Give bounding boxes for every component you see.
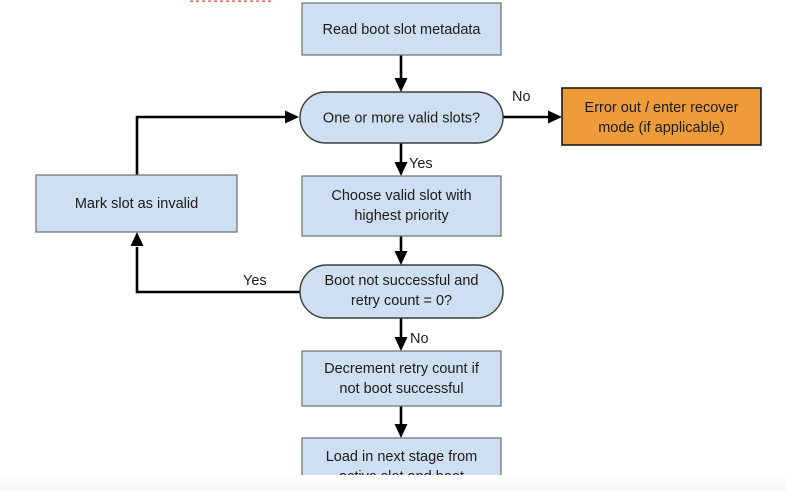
edge-read-to-valid-slots xyxy=(394,55,408,92)
edge-choose-to-boot-check xyxy=(394,236,408,265)
node-label-load-next-stage-line1: Load in next stage from xyxy=(326,449,478,465)
node-mark-slot-as-invalid[interactable]: Mark slot as invalid xyxy=(35,174,238,233)
node-decrement-retry-count[interactable]: Decrement retry count if not boot succes… xyxy=(301,350,502,407)
edge-boot-check-no-to-decrement xyxy=(394,318,408,351)
edge-label-yes-from-valid-slots: Yes xyxy=(409,156,433,172)
node-label-boot-check-line1: Boot not successful and xyxy=(325,273,479,289)
node-label-decrement-retry-line2: not boot successful xyxy=(339,381,463,397)
edge-boot-check-yes-to-mark-invalid xyxy=(130,232,301,294)
node-label-one-or-more-valid-slots: One or more valid slots? xyxy=(323,110,480,126)
edge-decrement-to-load-next-stage xyxy=(394,406,408,438)
node-label-read-boot-slot-metadata: Read boot slot metadata xyxy=(323,22,482,38)
edge-valid-slots-yes-to-choose xyxy=(394,143,408,176)
node-label-decrement-retry-line1: Decrement retry count if xyxy=(324,361,480,377)
node-one-or-more-valid-slots[interactable]: One or more valid slots? xyxy=(299,91,504,144)
edge-label-yes-from-boot-check: Yes xyxy=(243,273,267,289)
node-error-out-enter-recover-mode[interactable]: Error out / enter recover mode (if appli… xyxy=(561,87,762,146)
node-read-boot-slot-metadata[interactable]: Read boot slot metadata xyxy=(301,2,502,56)
node-label-choose-valid-slot-line2: highest priority xyxy=(354,208,449,224)
bottom-fade-band xyxy=(0,475,786,491)
node-boot-not-successful-retry-zero[interactable]: Boot not successful and retry count = 0? xyxy=(299,264,504,319)
node-label-error-out-line2: mode (if applicable) xyxy=(598,120,725,136)
node-label-error-out-line1: Error out / enter recover xyxy=(585,100,739,116)
edge-label-no-from-boot-check: No xyxy=(410,331,429,347)
node-label-mark-slot-as-invalid: Mark slot as invalid xyxy=(75,196,198,212)
node-label-choose-valid-slot-line1: Choose valid slot with xyxy=(331,188,471,204)
node-label-boot-check-line2: retry count = 0? xyxy=(351,293,452,309)
edge-valid-slots-no-to-error xyxy=(503,110,562,124)
edge-mark-invalid-to-valid-slots xyxy=(135,110,299,175)
edge-label-no-from-valid-slots: No xyxy=(512,89,531,105)
node-choose-valid-slot-highest-priority[interactable]: Choose valid slot with highest priority xyxy=(301,175,502,237)
